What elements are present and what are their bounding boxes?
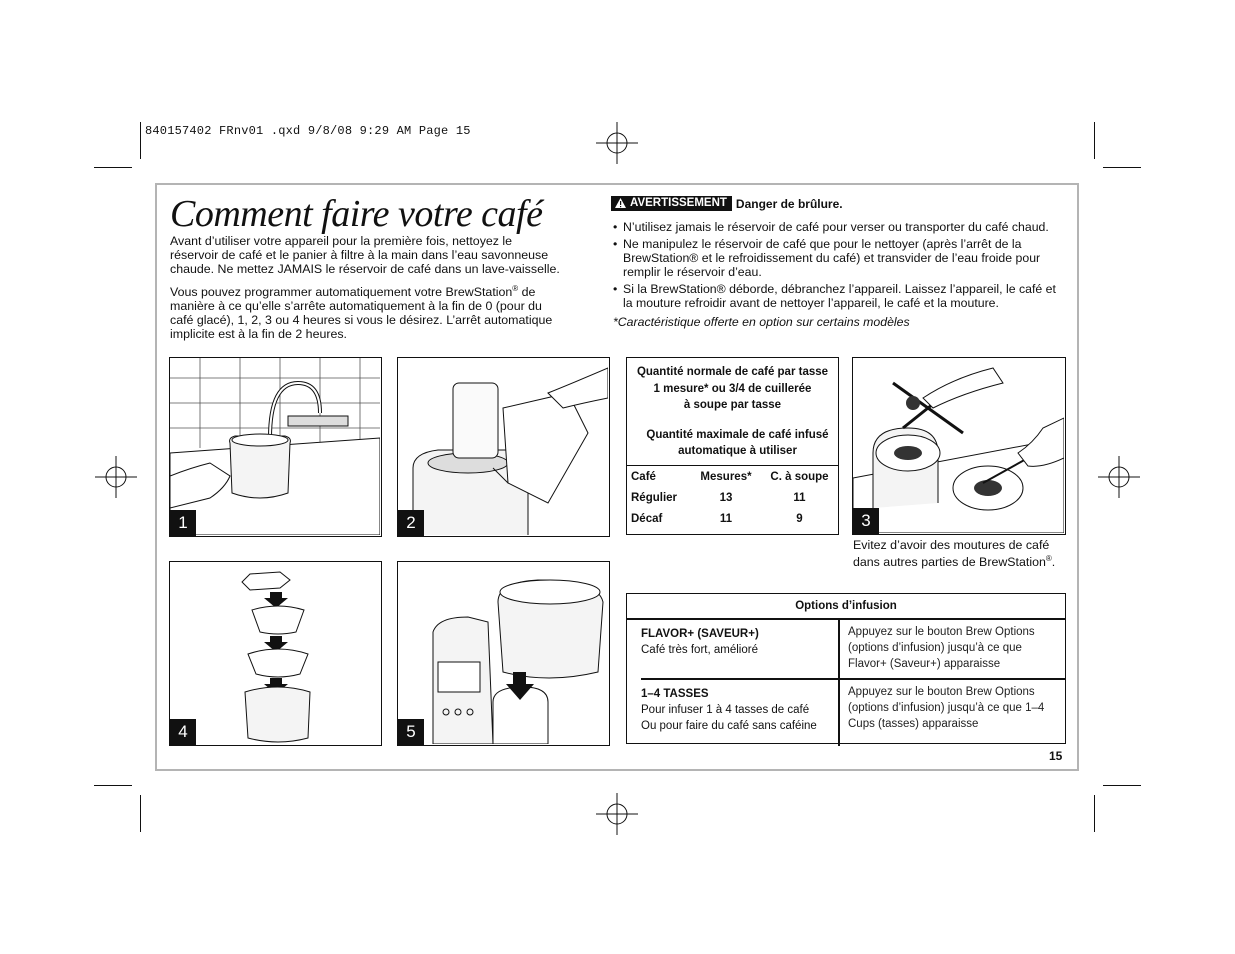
illustration-step-3: 3 [852, 357, 1066, 535]
option-name: 1–4 TASSES [641, 687, 709, 700]
warning-headline: Danger de brûlure. [735, 196, 843, 211]
page-number: 15 [1049, 749, 1063, 763]
quantity-table: Café Mesures* C. à soupe Régulier 13 11 … [627, 466, 838, 529]
warning-list: N’utilisez jamais le réservoir de café p… [613, 220, 1068, 313]
print-slug: 840157402 FRnv01 .qxd 9/8/08 9:29 AM Pag… [145, 124, 471, 138]
intro-paragraph-2: Vous pouvez programmer automatiquement v… [170, 284, 553, 342]
option-instruction: (options d’infusion) jusqu’à ce que 1–4 [848, 701, 1045, 714]
option-description: Pour infuser 1 à 4 tasses de café [641, 703, 810, 716]
step-number-badge: 4 [170, 719, 196, 745]
warning-item: N’utilisez jamais le réservoir de café p… [613, 220, 1068, 234]
warning-triangle-icon [615, 198, 626, 208]
option-description: Café très fort, amélioré [641, 644, 758, 656]
crop-mark [1103, 785, 1141, 786]
table-row: Régulier 13 11 [631, 491, 806, 504]
option-instruction: Cups (tasses) apparaisse [848, 717, 979, 730]
step-number-badge: 3 [853, 508, 879, 534]
intro-paragraph-1: Avant d’utiliser votre appareil pour la … [170, 234, 560, 276]
quantity-normal-header: Quantité normale de café par tasse 1 mes… [636, 366, 829, 411]
option-instruction: Appuyez sur le bouton Brew Options [848, 626, 1035, 638]
registration-mark-left [95, 456, 137, 498]
crop-mark [94, 785, 132, 786]
warning-badge: AVERTISSEMENT [611, 196, 732, 211]
quantity-max-header: Quantité maximale de café infusé automat… [646, 428, 829, 458]
filter-assembly-illustration [241, 571, 311, 743]
step-number-badge: 2 [398, 510, 424, 536]
warning-item: Si la BrewStation® déborde, débranchez l… [613, 282, 1068, 310]
registration-mark-top [596, 122, 638, 164]
crop-mark [1094, 795, 1095, 832]
registration-mark-bottom [596, 793, 638, 835]
registration-mark-right [1098, 456, 1140, 498]
table-row: FLAVOR+ (SAVEUR+) Café très fort, amélio… [627, 620, 1065, 678]
step-number-badge: 1 [170, 510, 196, 536]
option-description: Ou pour faire du café sans caféine [641, 719, 817, 732]
brewstation-illustration [432, 579, 604, 744]
intro-text: Avant d’utiliser votre appareil pour la … [170, 234, 560, 347]
crop-mark [94, 167, 132, 168]
option-name: FLAVOR+ (SAVEUR+) [641, 628, 759, 640]
pour-water-illustration [412, 367, 608, 535]
warning-item: Ne manipulez le réservoir de café que po… [613, 237, 1068, 279]
page-frame [155, 183, 1079, 771]
table-row: 1–4 TASSES Pour infuser 1 à 4 tasses de … [627, 679, 1065, 746]
filter-basket-illustration [853, 367, 1064, 533]
coffee-quantity-table: Quantité normale de café par tasse 1 mes… [626, 357, 839, 535]
page-title: Comment faire votre café [170, 193, 543, 235]
sink-illustration [170, 358, 380, 535]
step-number-badge: 5 [398, 719, 424, 745]
brew-options-title: Options d’infusion [627, 594, 1065, 620]
illustration-step-4: 4 [169, 561, 382, 746]
table-row: Décaf 11 9 [631, 512, 803, 525]
option-instruction: Appuyez sur le bouton Brew Options [848, 685, 1035, 698]
option-instruction: Flavor+ (Saveur+) apparaisse [848, 658, 1001, 670]
warning-header: AVERTISSEMENT Danger de brûlure. [611, 196, 843, 211]
illustration-step-5: 5 [397, 561, 610, 746]
step-3-caption: Evitez d’avoir des moutures de café dans… [853, 538, 1056, 570]
crop-mark [140, 795, 141, 832]
crop-mark [140, 122, 141, 159]
illustration-step-1: 1 [169, 357, 382, 537]
table-header-row: Café Mesures* C. à soupe [631, 470, 829, 483]
illustration-step-2: 2 [397, 357, 610, 537]
crop-mark [1094, 122, 1095, 159]
option-instruction: (options d’infusion) jusqu’à ce que [848, 642, 1022, 654]
crop-mark [1103, 167, 1141, 168]
brew-options-table: Options d’infusion FLAVOR+ (SAVEUR+) Caf… [626, 593, 1066, 746]
footnote: *Caractéristique offerte en option sur c… [613, 315, 910, 329]
